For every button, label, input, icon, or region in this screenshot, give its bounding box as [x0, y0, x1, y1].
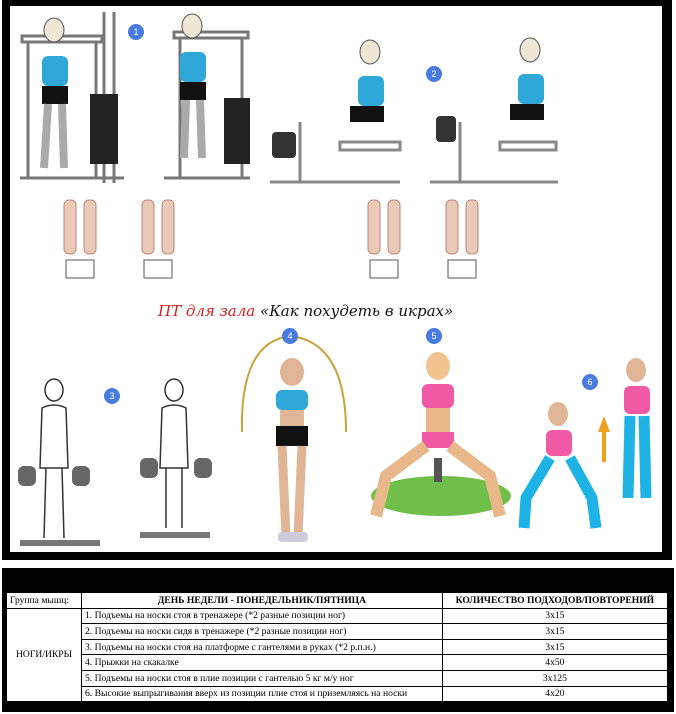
badge-4: 4	[282, 328, 298, 344]
workout-table: Группа мышц: ДЕНЬ НЕДЕЛИ - ПОНЕДЕЛЬНИК/П…	[6, 592, 669, 703]
exercise-cell: 4. Прыжки на скакалке	[81, 654, 443, 671]
sets-cell: 4x50	[441, 654, 669, 671]
badge-5: 5	[426, 328, 442, 344]
table-row: 6. Высокие выпрыгивания вверх из позиции…	[7, 685, 669, 703]
exercise-cell: 3. Подъемы на носки стоя на платформе с …	[81, 638, 443, 656]
standing-calf-machine-figure	[20, 12, 250, 183]
badge-6: 6	[582, 374, 598, 390]
exercise-cell: 5. Подъемы на носки стоя в плие позиции …	[81, 669, 443, 687]
exercise-poster: 1 2 ПТ для зала «Как	[2, 0, 672, 560]
poster-canvas: 1 2 ПТ для зала «Как	[10, 6, 662, 552]
plie-squat-figure	[370, 352, 511, 518]
col-day-header: ДЕНЬ НЕДЕЛИ - ПОНЕДЕЛЬНИК/ПЯТНИЦА	[81, 592, 443, 609]
badge-3: 3	[104, 388, 120, 404]
exercise-cell: 6. Высокие выпрыгивания вверх из позиции…	[81, 685, 443, 703]
table-row: 3. Подъемы на носки стоя на платформе с …	[7, 638, 669, 656]
sets-cell: 3x15	[441, 607, 669, 625]
table-row: 2. Подъемы на носки сидя в тренажере (*2…	[7, 623, 669, 640]
plie-jump-figure	[518, 358, 652, 529]
poster-title: ПТ для зала «Как похудеть в икрах»	[158, 302, 454, 320]
sets-cell: 4x20	[441, 685, 669, 703]
workout-table-frame: Группа мышц: ДЕНЬ НЕДЕЛИ - ПОНЕДЕЛЬНИК/П…	[2, 568, 674, 712]
sets-cell: 3x15	[441, 638, 669, 656]
table-row: 4. Прыжки на скакалке 4x50	[7, 654, 669, 671]
table-row: НОГИ/ИКРЫ 1. Подъемы на носки стоя в тре…	[6, 607, 669, 703]
col-muscle-header: Группа мышц:	[6, 592, 82, 609]
jump-rope-figure	[240, 334, 347, 542]
sets-cell: 3x125	[441, 669, 669, 687]
calf-muscles-thumbnails-left	[63, 199, 175, 279]
table-row: 5. Подъемы на носки стоя в плие позиции …	[7, 669, 669, 687]
dumbbell-calf-raise-figure	[18, 378, 212, 546]
exercise-cell: 1. Подъемы на носки стоя в тренажере (*2…	[81, 607, 443, 625]
muscle-group-cell: НОГИ/ИКРЫ	[6, 607, 82, 703]
calf-muscles-thumbnails-right	[367, 199, 479, 279]
table-header-row: Группа мышц: ДЕНЬ НЕДЕЛИ - ПОНЕДЕЛЬНИК/П…	[6, 592, 669, 609]
exercise-cell: 2. Подъемы на носки сидя в тренажере (*2…	[81, 623, 443, 640]
col-sets-header: КОЛИЧЕСТВО ПОДХОДОВ/ПОВТОРЕНИЙ	[441, 592, 669, 609]
seated-calf-machine-figure	[270, 37, 558, 184]
badge-1: 1	[128, 24, 144, 40]
badge-2: 2	[426, 66, 442, 82]
sets-cell: 3x15	[441, 623, 669, 640]
